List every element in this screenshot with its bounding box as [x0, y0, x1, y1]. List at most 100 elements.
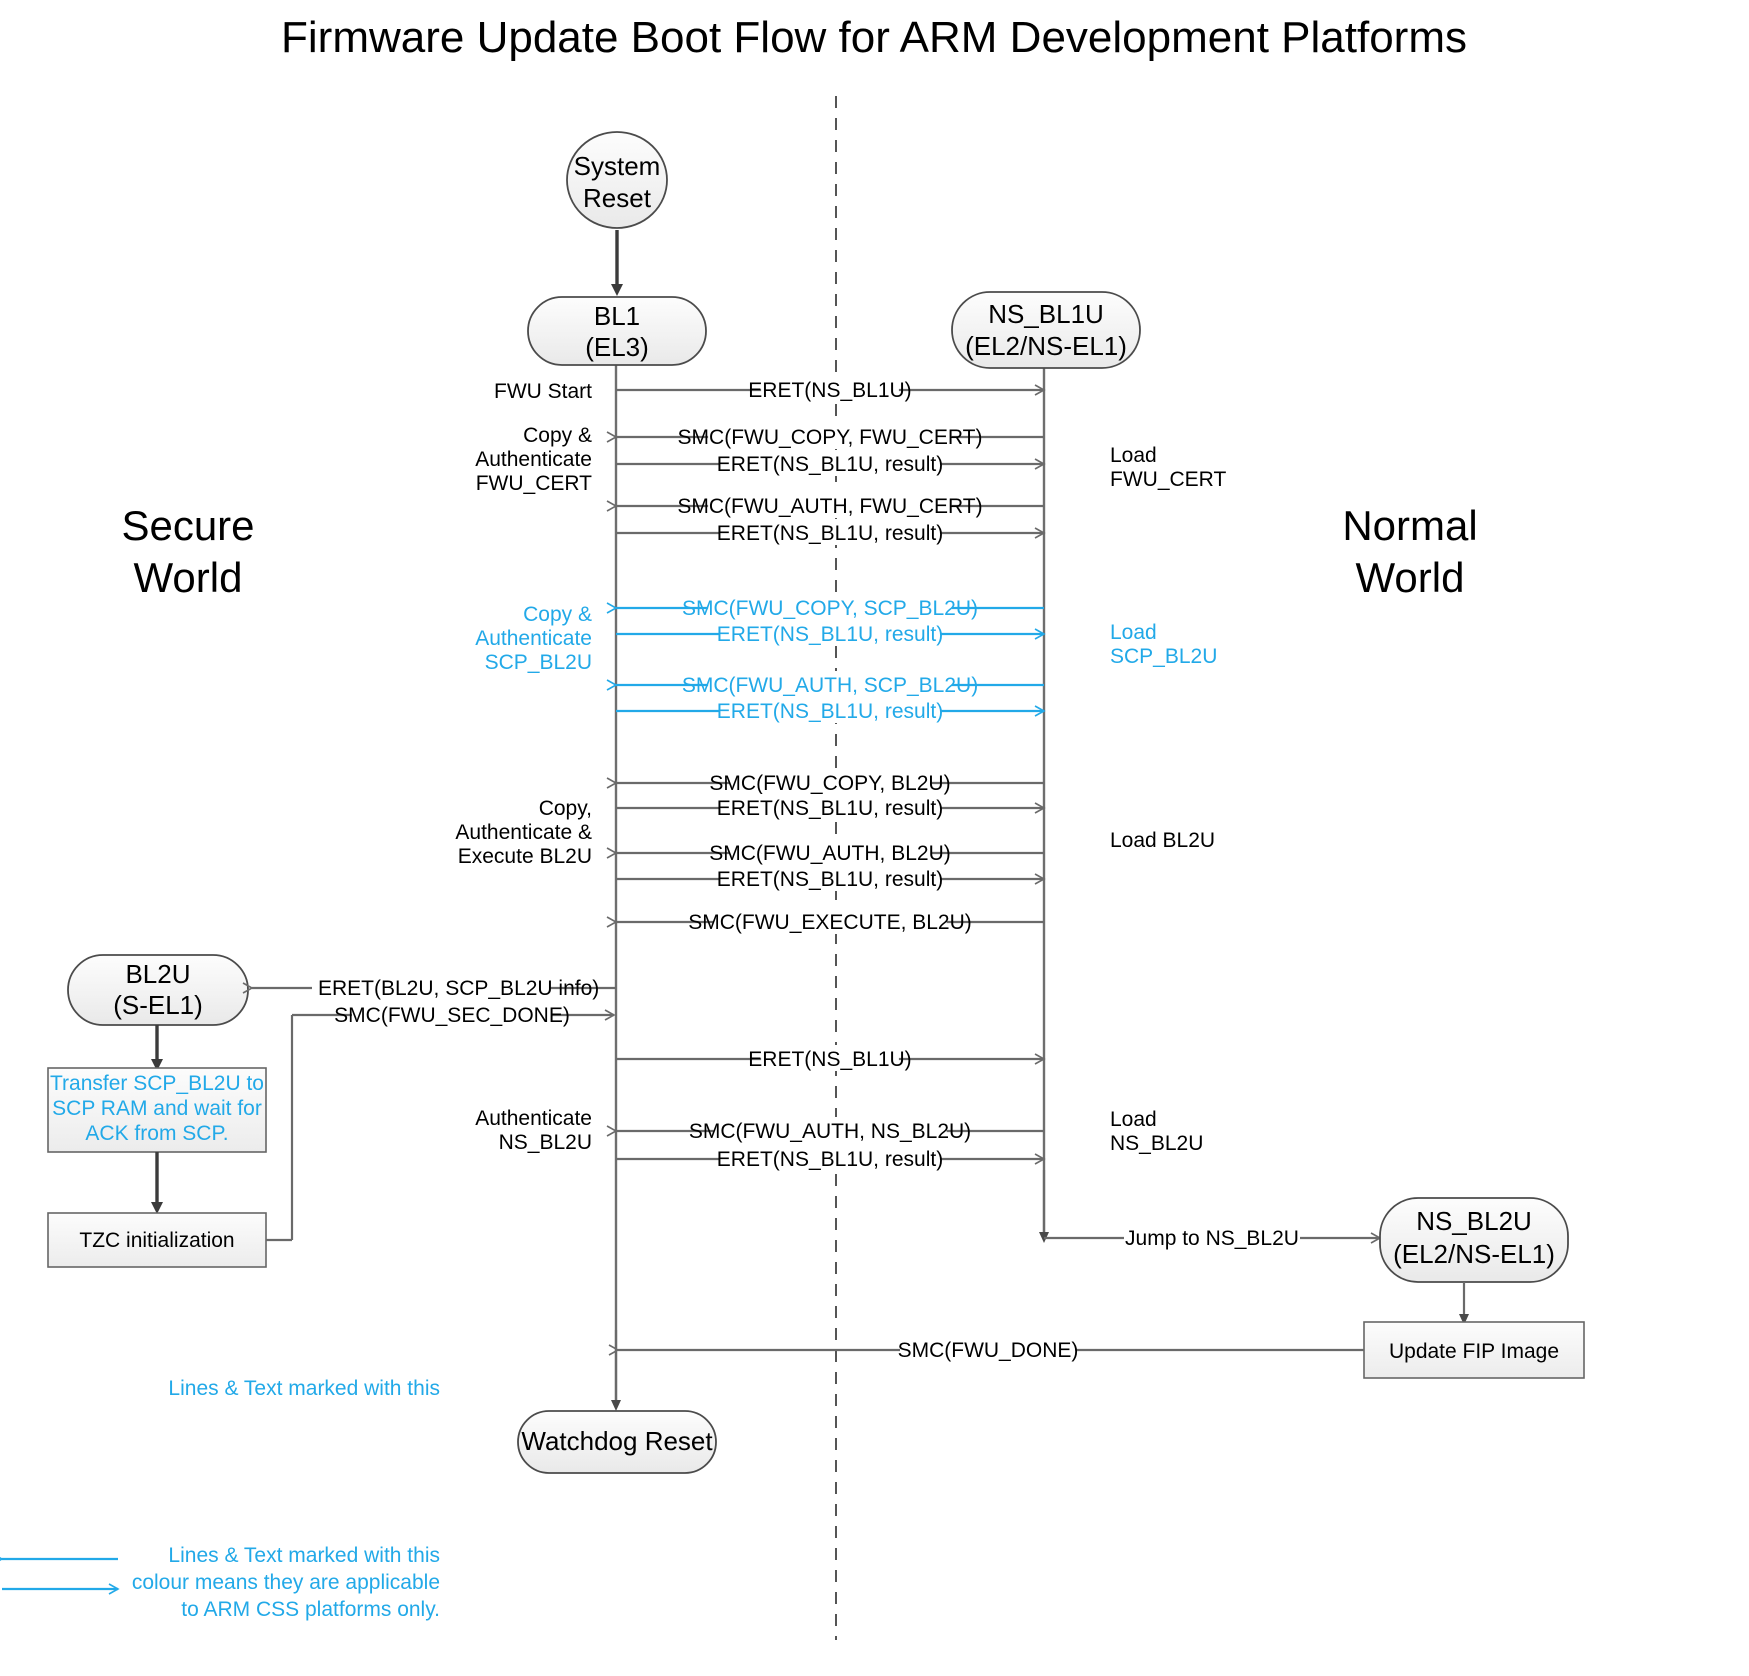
- legend-text-line3: to ARM CSS platforms only.: [181, 1598, 440, 1621]
- message-label-m14: SMC(FWU_EXECUTE, BL2U): [688, 911, 972, 934]
- node-watchdog-reset[interactable]: Watchdog Reset: [517, 1410, 717, 1474]
- left-annotation-line: Authenticate &: [455, 821, 592, 844]
- left-annotation-line: Copy &: [523, 603, 592, 626]
- smc-fwu-done-label: SMC(FWU_DONE): [898, 1339, 1079, 1362]
- normal-world-label: Normal World: [1342, 502, 1477, 601]
- node-ns-bl1u-line1: NS_BL1U: [988, 299, 1104, 329]
- node-bl2u[interactable]: BL2U (S-EL1): [67, 954, 249, 1026]
- left-annotation-line: SCP_BL2U: [485, 651, 592, 674]
- message-label-bg-m17: [761, 1045, 899, 1071]
- message-label-m3: ERET(NS_BL1U, result): [717, 453, 943, 476]
- message-label-m12: SMC(FWU_AUTH, BL2U): [709, 842, 951, 865]
- message-label-bg-m18: [713, 1117, 947, 1143]
- right-annotation-b3: Load BL2U: [1110, 829, 1215, 852]
- transfer-scp-line1: Transfer SCP_BL2U to: [50, 1072, 264, 1095]
- message-m3: ERET(NS_BL1U, result): [616, 450, 1046, 476]
- tzc-init-label: TZC initialization: [79, 1229, 234, 1252]
- node-system-reset[interactable]: System Reset: [566, 131, 668, 229]
- node-ns-bl1u-line2: (EL2/NS-EL1): [965, 331, 1127, 361]
- message-label-m9: ERET(NS_BL1U, result): [717, 700, 943, 723]
- message-m5: ERET(NS_BL1U, result): [616, 519, 1046, 545]
- legend-line1: Lines & Text marked with this: [168, 1377, 440, 1400]
- right-annotation-line: Load: [1110, 1108, 1157, 1131]
- message-label-bg-m12: [729, 839, 931, 865]
- left-annotation-line: FWU Start: [494, 380, 592, 403]
- eret-bl2u-suffix: ): [592, 977, 599, 1000]
- message-label-m4: SMC(FWU_AUTH, FWU_CERT): [677, 495, 982, 518]
- node-transfer-scp-bl2u[interactable]: Transfer SCP_BL2U to SCP RAM and wait fo…: [47, 1067, 267, 1153]
- message-label-bg-m4: [708, 492, 952, 518]
- message-label-m7: ERET(NS_BL1U, result): [717, 623, 943, 646]
- transfer-scp-line2: SCP RAM and wait for: [52, 1097, 262, 1120]
- message-label-m11: ERET(NS_BL1U, result): [717, 797, 943, 820]
- message-label-bg-m10: [729, 769, 931, 795]
- message-m17: ERET(NS_BL1U): [616, 1045, 1046, 1071]
- left-annotation-line: FWU_CERT: [476, 472, 592, 495]
- message-label-bg-m5: [718, 519, 942, 545]
- message-smc-fwu-done: SMC(FWU_DONE): [608, 1336, 1364, 1364]
- left-annotation-a4: Copy,Authenticate &Execute BL2U: [455, 797, 592, 868]
- svg-text:World: World: [134, 554, 243, 601]
- node-bl2u-line2: (S-EL1): [113, 990, 203, 1020]
- node-bl1[interactable]: BL1 (EL3): [527, 296, 707, 366]
- message-label-m6: SMC(FWU_COPY, SCP_BL2U): [682, 597, 978, 620]
- message-m1: ERET(NS_BL1U): [616, 376, 1046, 402]
- message-label-m17: ERET(NS_BL1U): [748, 1048, 911, 1071]
- eret-bl2u-prefix: ERET(BL2U,: [318, 977, 445, 1000]
- message-m11: ERET(NS_BL1U, result): [616, 794, 1046, 820]
- message-label-m2: SMC(FWU_COPY, FWU_CERT): [678, 426, 983, 449]
- left-annotation-line: Copy &: [523, 424, 592, 447]
- node-ns-bl2u-line2: (EL2/NS-EL1): [1393, 1239, 1555, 1269]
- message-label-m13: ERET(NS_BL1U, result): [717, 868, 943, 891]
- message-label-bg-m8: [708, 671, 952, 697]
- node-ns-bl2u-line1: NS_BL2U: [1416, 1206, 1532, 1236]
- secure-world-label: Secure World: [121, 502, 254, 601]
- message-m13: ERET(NS_BL1U, result): [616, 865, 1046, 891]
- right-annotation-line: FWU_CERT: [1110, 468, 1226, 491]
- svg-text:Normal: Normal: [1342, 502, 1477, 549]
- page-title: Firmware Update Boot Flow for ARM Develo…: [281, 13, 1467, 62]
- left-annotation-a1: FWU Start: [494, 380, 592, 403]
- legend-text-line1: Lines & Text marked with this: [168, 1544, 440, 1567]
- node-tzc-initialization[interactable]: TZC initialization: [47, 1212, 267, 1268]
- smc-fwu-sec-done-label: SMC(FWU_SEC_DONE): [334, 1004, 570, 1027]
- right-annotation-line: Load: [1110, 444, 1157, 467]
- legend-text-line2: colour means they are applicable: [132, 1571, 440, 1594]
- right-annotation-line: Load BL2U: [1110, 829, 1215, 852]
- left-annotation-line: Authenticate: [475, 448, 592, 471]
- eret-bl2u-cyan-part: SCP_BL2U info: [445, 977, 592, 1000]
- message-smc-fwu-sec-done: SMC(FWU_SEC_DONE): [290, 1001, 616, 1240]
- node-bl1-line2: (EL3): [585, 332, 649, 362]
- node-ns-bl2u[interactable]: NS_BL2U (EL2/NS-EL1): [1379, 1197, 1569, 1283]
- message-label-bg-m1: [761, 376, 899, 402]
- legend-text: Lines & Text marked with this colour mea…: [132, 1544, 440, 1621]
- node-ns-bl1u[interactable]: NS_BL1U (EL2/NS-EL1): [951, 291, 1141, 369]
- left-annotation-line: Copy,: [539, 797, 592, 820]
- message-label-m8: SMC(FWU_AUTH, SCP_BL2U): [682, 674, 978, 697]
- message-m7: ERET(NS_BL1U, result): [616, 620, 1046, 646]
- message-m14: SMC(FWU_EXECUTE, BL2U): [606, 908, 1044, 934]
- update-fip-label: Update FIP Image: [1389, 1340, 1559, 1363]
- message-m18: SMC(FWU_AUTH, NS_BL2U): [606, 1117, 1044, 1143]
- right-annotation-line: NS_BL2U: [1110, 1132, 1203, 1155]
- left-annotation-line: Execute BL2U: [458, 845, 592, 868]
- node-update-fip-image[interactable]: Update FIP Image: [1363, 1321, 1585, 1379]
- message-m12: SMC(FWU_AUTH, BL2U): [606, 839, 1044, 865]
- message-m6: SMC(FWU_COPY, SCP_BL2U): [606, 594, 1044, 620]
- message-label-bg-m9: [718, 697, 942, 723]
- node-bl2u-line1: BL2U: [125, 959, 190, 989]
- message-label-m18: SMC(FWU_AUTH, NS_BL2U): [689, 1120, 971, 1143]
- svg-text:ERET(BL2U, SCP_BL2U info): ERET(BL2U, SCP_BL2U info): [318, 977, 599, 1000]
- transfer-scp-line3: ACK from SCP.: [85, 1122, 228, 1145]
- message-label-m10: SMC(FWU_COPY, BL2U): [709, 772, 950, 795]
- node-system-reset-line2: Reset: [583, 183, 652, 213]
- legend: Lines & Text marked with this: [0, 1377, 440, 1595]
- message-label-m1: ERET(NS_BL1U): [748, 379, 911, 402]
- message-label-bg-m6: [708, 594, 952, 620]
- message-m2: SMC(FWU_COPY, FWU_CERT): [606, 423, 1044, 449]
- left-annotation-line: NS_BL2U: [499, 1131, 592, 1154]
